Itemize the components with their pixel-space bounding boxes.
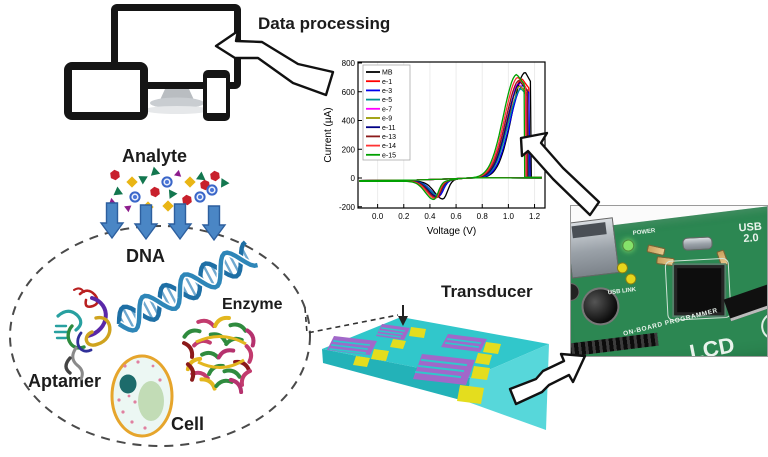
- recognition-ellipse: [9, 225, 311, 447]
- data-processing-label: Data processing: [258, 14, 391, 33]
- svg-text:-200: -200: [339, 203, 356, 212]
- pointer-arrow-icon: [398, 305, 408, 326]
- pcb-surface: POWER USB LINK USB 2.0 ON-BOARD PROGRAMM…: [571, 206, 767, 357]
- svg-text:Current (µA): Current (µA): [323, 107, 334, 162]
- pin-header: [571, 332, 659, 356]
- svg-text:e-7: e-7: [382, 106, 392, 113]
- svg-text:0.2: 0.2: [398, 212, 410, 221]
- transducer-chip: [304, 305, 549, 430]
- svg-text:200: 200: [342, 145, 356, 154]
- svg-text:0: 0: [351, 174, 356, 183]
- electrode-array: [327, 324, 501, 404]
- resistor: [646, 244, 666, 257]
- transducer-label: Transducer: [441, 282, 533, 301]
- svg-text:0.6: 0.6: [451, 212, 463, 221]
- devices-illustration: [64, 4, 241, 121]
- svg-text:1.2: 1.2: [529, 212, 541, 221]
- phone-icon: [203, 70, 230, 121]
- svg-text:MB: MB: [382, 70, 393, 77]
- tablet-icon: [64, 62, 148, 120]
- cell-icon: [110, 354, 174, 438]
- circuit-board-photo: POWER USB LINK USB 2.0 ON-BOARD PROGRAMM…: [570, 205, 768, 357]
- yellow-led: [624, 272, 637, 286]
- svg-text:Voltage (V): Voltage (V): [427, 226, 476, 237]
- binding-arrows-icon: [99, 202, 227, 242]
- svg-text:0.8: 0.8: [477, 212, 489, 221]
- dip-ic: [723, 283, 767, 322]
- svg-text:1.0: 1.0: [503, 212, 515, 221]
- lcd-label: LCD: [687, 332, 737, 357]
- analyte-particles: [108, 166, 230, 213]
- svg-text:e-15: e-15: [382, 152, 396, 159]
- power-label: POWER: [632, 228, 656, 237]
- power-led: [621, 238, 635, 253]
- svg-text:e-13: e-13: [382, 134, 396, 141]
- enzyme-label: Enzyme: [222, 296, 283, 313]
- svg-text:e-14: e-14: [382, 143, 396, 150]
- dna-helix-icon: [116, 240, 259, 335]
- cell-label: Cell: [171, 414, 205, 434]
- svg-text:0.4: 0.4: [424, 212, 436, 221]
- mfg-logo: ≈: [759, 310, 767, 342]
- svg-text:0.0: 0.0: [372, 212, 384, 221]
- usb20-label: USB 2.0: [738, 220, 763, 246]
- yellow-led: [616, 261, 629, 275]
- crystal: [682, 236, 713, 251]
- enzyme-icon: [182, 315, 256, 394]
- aptamer-icon: [53, 287, 112, 381]
- svg-text:e-1: e-1: [382, 79, 392, 86]
- svg-text:e-9: e-9: [382, 116, 392, 123]
- analyte-label: Analyte: [122, 146, 188, 166]
- svg-text:400: 400: [342, 117, 356, 126]
- dna-label: DNA: [126, 246, 165, 266]
- capacitor-small: [571, 281, 581, 302]
- svg-text:800: 800: [342, 59, 356, 68]
- svg-text:e-3: e-3: [382, 88, 392, 95]
- svg-text:e-5: e-5: [382, 97, 392, 104]
- svg-text:600: 600: [342, 88, 356, 97]
- voltammogram-chart: 0.0 0.2 0.4 0.6 0.8 1.0 1.2 -200 0 200 400 600 800Vo…: [323, 59, 546, 237]
- svg-text:e-11: e-11: [382, 125, 396, 132]
- usb-link-label: USB LINK: [607, 286, 637, 297]
